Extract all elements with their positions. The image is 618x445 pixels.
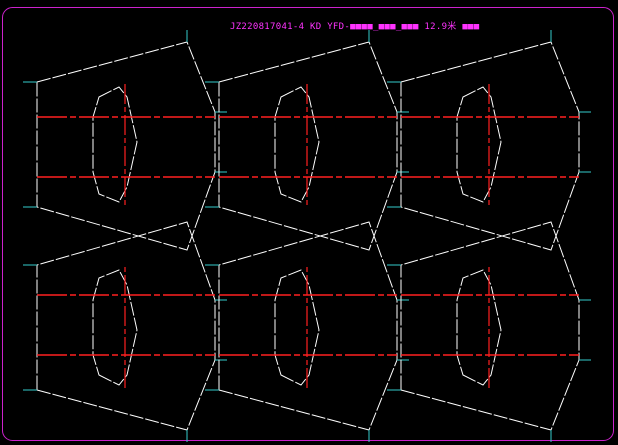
part-outline: [400, 221, 580, 431]
part-outline: [218, 41, 398, 251]
slot-outline: [456, 86, 502, 203]
nested-parts-layout: [23, 30, 591, 442]
cut-part-2[interactable]: [205, 30, 409, 251]
slot-outline: [274, 269, 320, 386]
slot-outline: [92, 86, 138, 203]
drawing-title: JZ220817041-4 KD YFD-■■■■_■■■_■■■ 12.9米 …: [230, 22, 480, 32]
cut-part-6[interactable]: [387, 221, 591, 442]
cut-part-1[interactable]: [23, 30, 227, 251]
part-outline: [400, 41, 580, 251]
part-outline: [218, 221, 398, 431]
cut-part-5[interactable]: [205, 221, 409, 442]
slot-outline: [92, 269, 138, 386]
cut-part-3[interactable]: [387, 30, 591, 251]
part-outline: [36, 221, 216, 431]
slot-outline: [274, 86, 320, 203]
part-outline: [36, 41, 216, 251]
cut-part-4[interactable]: [23, 221, 227, 442]
drawing-border: [2, 7, 614, 441]
slot-outline: [456, 269, 502, 386]
